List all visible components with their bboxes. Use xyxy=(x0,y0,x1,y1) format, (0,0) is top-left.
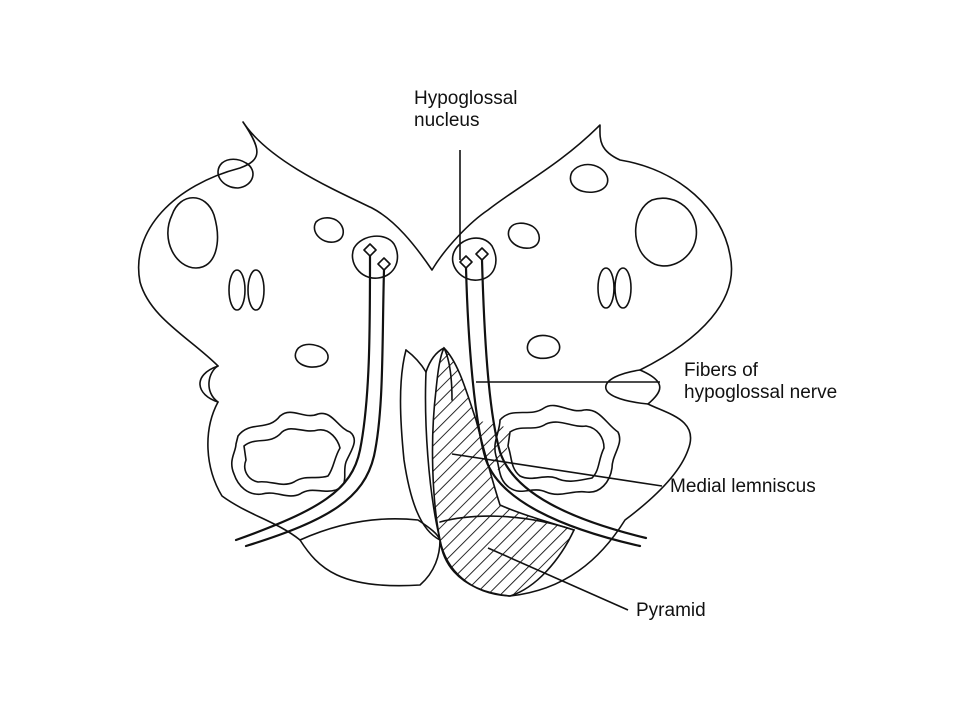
right-nucleus-cell-b xyxy=(475,247,489,261)
right-inferior-olive-inner xyxy=(507,421,605,482)
leader-medial-lemniscus xyxy=(451,453,663,487)
left-inferior-olive xyxy=(230,411,355,497)
left-double-oval-b xyxy=(247,269,265,311)
left-upper-small-oval xyxy=(217,158,254,189)
left-nerve-fiber-a xyxy=(234,254,372,542)
raphe-right xyxy=(405,349,427,373)
right-nucleus-cell-a xyxy=(459,255,473,269)
label-fibers-line-1: Fibers of xyxy=(684,360,758,381)
medulla-outline xyxy=(137,121,733,597)
label-fibers-hypoglossal-nerve: Fibers of hypoglossal nerve xyxy=(684,360,837,404)
right-inferior-olive xyxy=(494,404,621,496)
right-double-oval-a xyxy=(597,267,615,309)
label-fibers-line-2: hypoglossal nerve xyxy=(684,382,838,403)
right-pyramid-boundary xyxy=(439,515,575,531)
left-small-oval xyxy=(294,343,329,368)
right-nerve-fiber-a xyxy=(464,266,642,548)
left-lateral-oval xyxy=(167,197,219,269)
left-pyramid xyxy=(299,518,441,541)
left-inner-oval xyxy=(313,217,345,243)
left-inferior-olive-inner xyxy=(243,428,341,486)
left-nerve-fiber-b xyxy=(244,268,386,548)
right-nerve-fiber-b xyxy=(480,258,648,540)
label-pyramid: Pyramid xyxy=(636,600,706,621)
right-hypoglossal-nucleus xyxy=(451,237,497,281)
label-hypoglossal-nucleus-line-1: Hypoglossal xyxy=(414,88,518,109)
left-double-oval-a xyxy=(228,269,246,311)
label-medial-lemniscus: Medial lemniscus xyxy=(670,476,816,497)
right-medial-lemniscus-hatched xyxy=(431,346,576,597)
right-lateral-oval xyxy=(634,197,698,267)
left-nucleus-cell-a xyxy=(363,243,377,257)
label-hypoglossal-nucleus-line-2: nucleus xyxy=(414,110,480,131)
leader-pyramid xyxy=(487,547,629,611)
right-notch xyxy=(604,369,649,405)
label-hypoglossal-nucleus: Hypoglossal nucleus xyxy=(414,88,518,132)
left-notch xyxy=(208,365,219,403)
left-hypoglossal-nucleus xyxy=(351,235,399,279)
right-small-oval xyxy=(526,334,561,360)
right-upper-small-oval xyxy=(569,163,609,194)
right-double-oval-b xyxy=(614,267,632,309)
right-inner-oval xyxy=(507,222,541,249)
left-nucleus-cell-b xyxy=(377,257,391,271)
